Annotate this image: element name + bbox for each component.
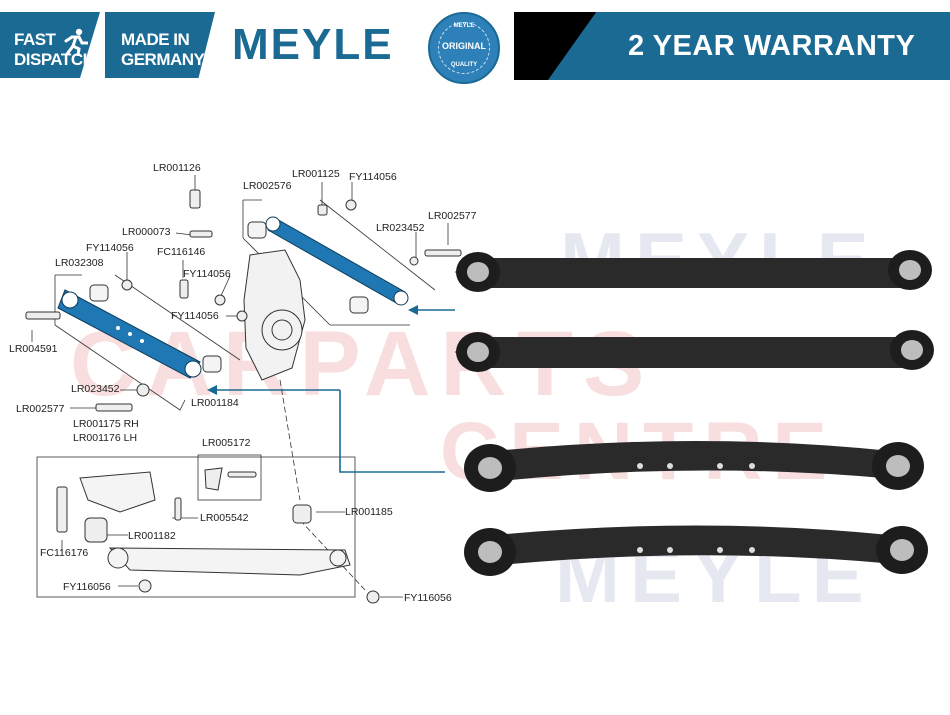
bracket-drawing [79, 471, 156, 513]
part-label-lr001126: LR001126 [153, 162, 201, 174]
part-label-lr002577-b: LR002577 [16, 403, 65, 415]
part-label-lr023452-b: LR023452 [71, 383, 120, 395]
arm-photo-1 [455, 250, 932, 292]
arrow-head-icon [408, 305, 418, 315]
arm-photo-4 [464, 525, 928, 576]
seal-main-text: ORIGINAL [442, 41, 486, 51]
bolts-and-nuts [25, 189, 462, 604]
part-label-lr023452-a: LR023452 [376, 222, 425, 234]
seal-ring [438, 22, 490, 74]
germany-label: GERMANY [121, 50, 205, 69]
part-label-lr001125: LR001125 [292, 168, 340, 180]
seal-top-text: MEYLE [453, 23, 475, 29]
seal-bottom-text: QUALITY [450, 62, 478, 68]
part-label-fy116056-b: FY116056 [404, 592, 452, 604]
part-label-lr005172: LR005172 [202, 437, 251, 449]
part-label-fc116146: FC116146 [157, 246, 206, 258]
fast-dispatch-badge: FAST DISPATCH [0, 12, 100, 78]
part-label-lr001182: LR001182 [128, 530, 176, 542]
part-label-lr001185: LR001185 [345, 506, 393, 518]
running-man-icon [64, 28, 88, 56]
fast-label: FAST [14, 30, 56, 49]
arrow-head-icon [207, 385, 217, 395]
made-in-label: MADE IN [121, 30, 190, 49]
arm-photo-2 [455, 330, 934, 372]
upper-link-drawing [247, 216, 409, 314]
part-label-fy116056-a: FY116056 [63, 581, 111, 593]
lower-arm-drawing [107, 547, 351, 576]
top-banner: FAST DISPATCH MADE IN GERMANY MEYLE MEYL… [0, 0, 950, 84]
part-label-fy114056-d: FY114056 [171, 310, 219, 322]
warranty-banner [548, 12, 950, 80]
made-in-germany-badge: MADE IN GERMANY [105, 12, 215, 78]
arm-photo-3 [464, 441, 924, 492]
hub-carrier-drawing [243, 249, 306, 381]
dispatch-label: DISPATCH [14, 50, 95, 69]
part-label-fy114056-a: FY114056 [349, 171, 397, 183]
part-label-lr032308: LR032308 [55, 257, 104, 269]
part-label-lr002576: LR002576 [243, 180, 292, 192]
part-label-lr002577-a: LR002577 [428, 210, 477, 222]
part-label-fc116176: FC116176 [40, 547, 89, 559]
part-label-lr001184: LR001184 [191, 397, 239, 409]
original-quality-seal: MEYLE ORIGINAL QUALITY [428, 12, 500, 84]
part-label-fy114056-c: FY114056 [183, 268, 231, 280]
part-label-lr005542: LR005542 [200, 512, 249, 524]
lower-link-drawing [57, 284, 222, 379]
part-label-fy114056-b: FY114056 [86, 242, 134, 254]
meyle-logo: MEYLE [232, 20, 394, 69]
part-label-lr001176: LR001176 LH [73, 432, 138, 444]
warranty-text: 2 YEAR WARRANTY [628, 30, 916, 62]
part-label-lr000073: LR000073 [122, 226, 171, 238]
part-label-lr004591: LR004591 [9, 343, 58, 355]
part-label-lr001175: LR001175 RH [73, 418, 139, 430]
